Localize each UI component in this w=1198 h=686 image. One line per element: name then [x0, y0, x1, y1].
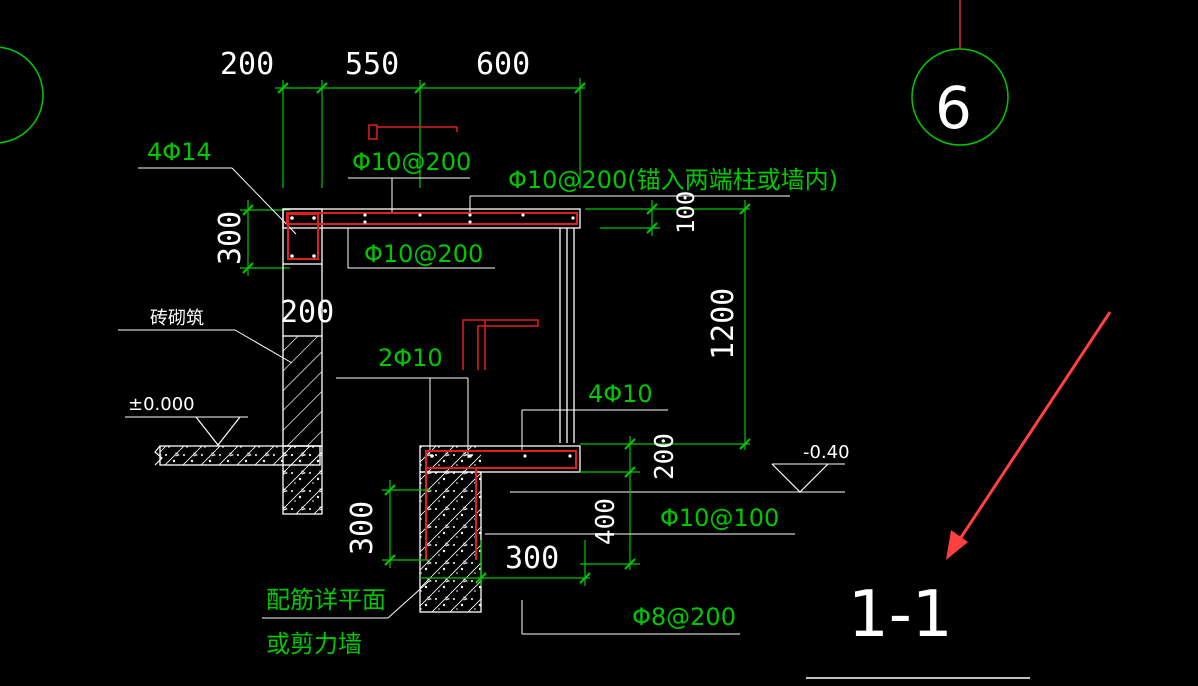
bottom-slab-rebar	[425, 450, 577, 560]
right-dimension-group	[580, 200, 751, 450]
level-ground: ±0.000	[128, 394, 195, 415]
annotation-arrow	[946, 311, 1112, 560]
callout-top-slab-upper: Φ10@200	[352, 148, 471, 176]
left-dim-300: 300	[213, 211, 248, 265]
bottom-wall	[419, 471, 482, 613]
right-dim-1200: 1200	[706, 288, 741, 360]
grid-circle-left	[0, 46, 44, 144]
left-dimension-group	[240, 200, 290, 276]
top-dim-600: 600	[476, 47, 530, 82]
bottom-dim-300: 300	[505, 541, 559, 576]
right-dim-200: 200	[650, 433, 680, 480]
callout-note-line2: 或剪力墙	[266, 630, 362, 658]
left-dim-300-lower: 300	[345, 501, 380, 555]
callout-top-slab-anchor: Φ10@200(锚入两端柱或墙内)	[508, 166, 838, 194]
callout-note-line1: 配筋详平面	[266, 586, 386, 614]
callout-corner-bars: 4Φ14	[147, 138, 212, 166]
left-dim-200: 200	[280, 295, 334, 330]
top-dim-550: 550	[345, 47, 399, 82]
top-dimension-group	[275, 78, 585, 188]
right-dim-100: 100	[672, 191, 700, 234]
callout-mid-bars: 2Φ10	[378, 344, 443, 372]
right-dim-400: 400	[591, 498, 621, 545]
top-dim-200: 200	[220, 47, 274, 82]
brick-wall	[282, 335, 323, 447]
top-slab-rebar	[286, 212, 578, 260]
callout-top-slab-lower: Φ10@200	[364, 240, 483, 268]
section-title: 1-1	[848, 578, 953, 652]
grid-marker-label: 6	[935, 74, 972, 142]
top-slab	[282, 208, 581, 443]
callout-brick-wall: 砖砌筑	[150, 308, 204, 329]
level-lower: -0.40	[803, 442, 850, 463]
callout-bottom-stirrup: Φ8@200	[632, 603, 736, 631]
callout-bottom-slab: Φ10@100	[660, 504, 779, 532]
wall-footing	[282, 445, 323, 515]
callout-bottom-bars: 4Φ10	[588, 380, 653, 408]
